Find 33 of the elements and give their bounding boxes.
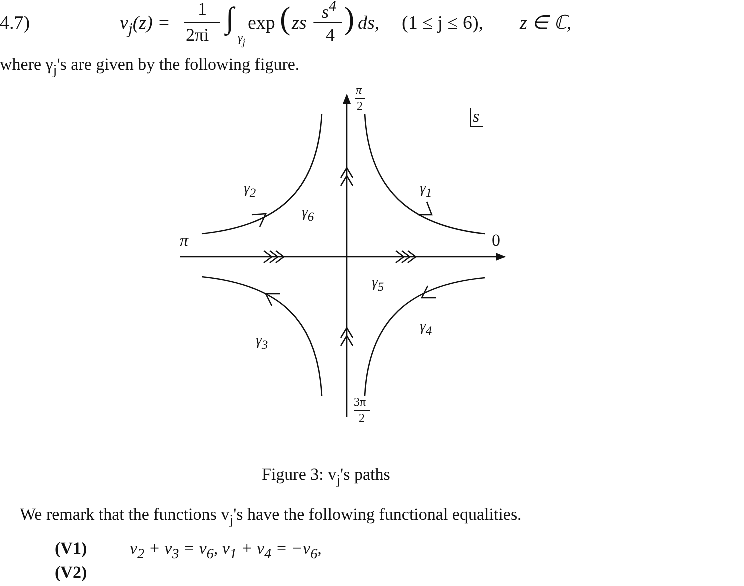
math-formula: s$^{4}$	[322, 0, 337, 21]
math-formula: ds,	[358, 14, 380, 33]
math-formula: 2πi	[186, 26, 210, 44]
axis-label: π	[356, 84, 362, 96]
path-label: γ$_{5}$	[372, 276, 384, 294]
body-text: where γ$_{j}$'s are given by the following figure.	[0, 56, 300, 78]
path-label: γ$_{4}$	[420, 320, 432, 338]
path-label: γ$_{2}$	[244, 182, 256, 200]
path-label: γ$_{3}$	[256, 334, 268, 352]
math-formula: (1 ≤ j ≤ 6),	[402, 14, 484, 33]
body-text: We remark that the functions v$_{j}$'s have the following functional equalities.	[20, 506, 522, 528]
math-formula: exp	[248, 14, 276, 33]
math-formula: (	[280, 2, 291, 34]
math-formula: γ$_{j}$	[238, 32, 246, 48]
equation-number: 4.7)	[0, 14, 30, 33]
math-formula: 1	[198, 0, 207, 18]
figure-caption: Figure 3: v$_{j}$'s paths	[262, 466, 390, 488]
math-formula: 4	[326, 26, 335, 44]
axis-label: 2	[357, 100, 363, 112]
axis-label: 2	[359, 412, 365, 424]
axis-label: 3π	[354, 396, 366, 408]
plane-label: s	[470, 108, 483, 127]
math-formula: )	[344, 2, 355, 34]
math-formula: v$_{j}$(z) =	[120, 14, 170, 38]
math-formula: v$_{2}$ + v$_{3}$ = v$_{6}$, v$_{1}$ + v$_{4}$ = −v$_{6}$,	[130, 540, 322, 562]
math-formula: ∫	[226, 4, 234, 34]
equation-number: (V2)	[55, 564, 88, 581]
math-formula: z ∈ ℂ,	[520, 14, 572, 33]
path-label: γ$_{1}$	[420, 182, 432, 200]
axis-label: 0	[492, 232, 500, 249]
axis-label: π	[180, 232, 189, 249]
path-label: γ$_{6}$	[302, 206, 314, 224]
equation-number: (V1)	[55, 540, 88, 557]
